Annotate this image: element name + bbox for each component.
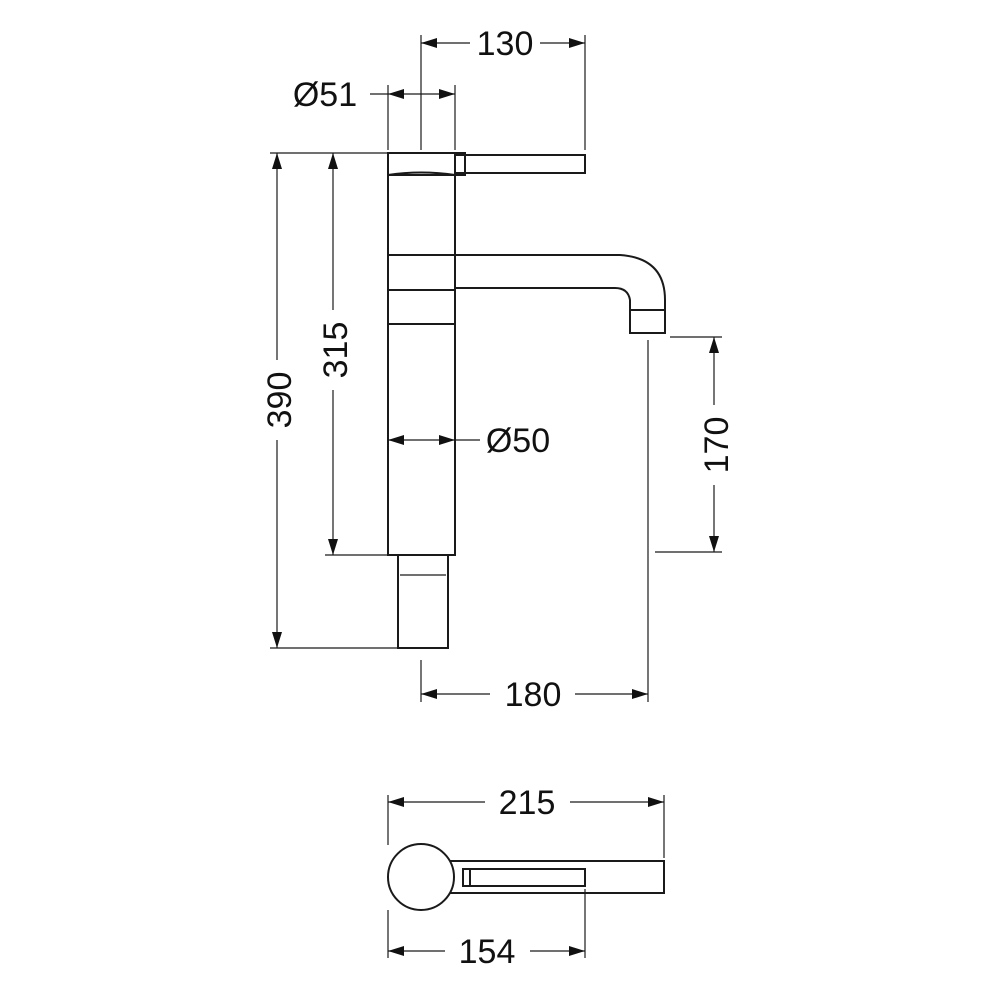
tap-plan-view bbox=[387, 843, 665, 911]
dim-label-d51: Ø51 bbox=[293, 76, 357, 114]
spout-plan bbox=[450, 860, 665, 894]
dim-d50: Ø50 bbox=[388, 422, 550, 460]
dim-154: 154 bbox=[387, 889, 586, 971]
lever-plan bbox=[462, 868, 586, 887]
dim-d51: Ø51 bbox=[293, 76, 456, 150]
dim-180: 180 bbox=[420, 340, 649, 714]
dim-label-154: 154 bbox=[459, 933, 516, 971]
body-circle bbox=[387, 843, 455, 911]
lever bbox=[454, 154, 586, 174]
dim-label-215: 215 bbox=[499, 784, 556, 822]
dim-390: 390 bbox=[261, 152, 400, 649]
dim-label-130: 130 bbox=[477, 25, 534, 63]
dim-label-315: 315 bbox=[317, 322, 355, 379]
dim-315: 315 bbox=[317, 153, 388, 556]
tap-body bbox=[387, 171, 456, 556]
dim-label-170: 170 bbox=[698, 417, 736, 474]
dim-130: 130 bbox=[420, 25, 586, 150]
dim-label-180: 180 bbox=[505, 676, 562, 714]
dim-label-390: 390 bbox=[261, 372, 299, 429]
dim-170: 170 bbox=[655, 336, 736, 553]
dim-label-d50: Ø50 bbox=[486, 422, 550, 460]
spout bbox=[455, 254, 666, 334]
shank bbox=[397, 554, 449, 649]
dim-215: 215 bbox=[387, 784, 665, 858]
tap-elevation bbox=[387, 152, 666, 649]
lever-collar bbox=[454, 152, 466, 176]
